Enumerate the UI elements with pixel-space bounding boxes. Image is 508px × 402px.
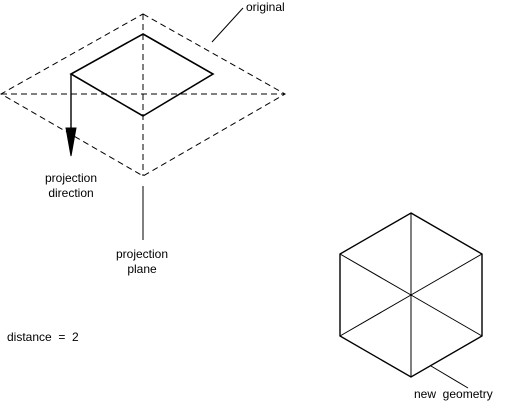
label-new-geometry: new geometry	[414, 387, 493, 401]
label-original: original	[246, 0, 285, 14]
new-geometry-leader-line	[430, 365, 469, 389]
original-leader-line	[211, 7, 244, 43]
label-distance: distance = 2	[7, 330, 79, 344]
hexagon-spoke-upper-left	[339, 253, 412, 296]
original-geometry-diamond	[69, 33, 215, 117]
projection-plane-outline	[0, 13, 287, 177]
hexagon-spoke-lower-right	[410, 294, 483, 337]
label-projection-direction-line1: projection	[45, 171, 97, 185]
hexagon-spoke-lower-left	[339, 294, 412, 337]
hexagon-spoke-upper-right	[410, 253, 483, 296]
projection-direction-arrow-head	[65, 127, 77, 157]
label-projection-plane-line1: projection	[116, 247, 168, 261]
label-projection-direction-line2: direction	[48, 186, 93, 200]
label-projection-plane-line2: plane	[127, 262, 157, 276]
